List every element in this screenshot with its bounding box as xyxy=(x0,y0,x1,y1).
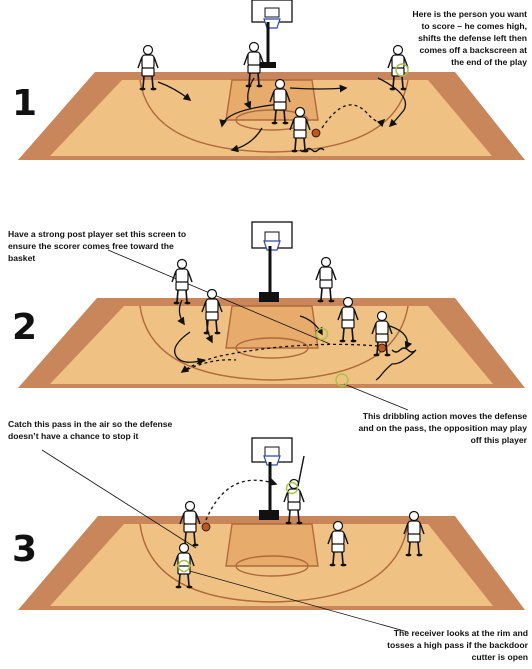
free-throw-circle xyxy=(235,109,309,131)
leader-line xyxy=(107,249,331,345)
players-3 xyxy=(173,455,425,590)
pass-path xyxy=(321,104,386,129)
basketball-icon xyxy=(201,522,211,532)
lob-pass-path xyxy=(205,478,278,521)
panel-number-2: 2 xyxy=(12,307,38,348)
player-figure-icon xyxy=(171,258,193,306)
free-throw-circle xyxy=(235,337,309,359)
cut-path xyxy=(377,77,407,128)
panel-3 xyxy=(18,437,525,633)
cut-path xyxy=(173,331,206,366)
basketball-icon xyxy=(377,343,387,353)
paths-1 xyxy=(157,77,407,153)
panel-2 xyxy=(18,221,525,411)
pass-path xyxy=(180,343,379,373)
free-throw-circle xyxy=(235,555,309,577)
highlight-ring-icon xyxy=(285,481,299,495)
three-point-arc xyxy=(139,79,409,153)
hoop-2 xyxy=(251,221,293,302)
panel-number-1: 1 xyxy=(12,83,38,124)
highlight-ring-icon xyxy=(395,63,409,77)
leader-line xyxy=(343,383,409,411)
court-2 xyxy=(18,298,525,388)
leader-line xyxy=(185,569,409,633)
cut-path xyxy=(243,77,255,110)
cut-path xyxy=(389,325,413,350)
panel-number-3: 3 xyxy=(12,529,38,570)
highlight-ring-icon xyxy=(335,373,349,387)
paths-2 xyxy=(107,249,417,411)
hoop-3 xyxy=(251,437,293,520)
three-point-arc xyxy=(139,305,409,381)
player-figure-icon xyxy=(315,256,337,304)
players-2 xyxy=(171,256,393,387)
screen-cut-path xyxy=(177,299,185,326)
cut-path xyxy=(299,315,323,336)
backscreen-cut-path xyxy=(219,103,281,128)
callout-catch-pass: Catch this pass in the air so the defens… xyxy=(8,419,173,441)
cut-path xyxy=(289,84,348,93)
highlight-ring-icon xyxy=(315,327,329,341)
paths-3 xyxy=(41,449,409,633)
cut-path xyxy=(157,81,192,101)
leader-line xyxy=(41,449,197,549)
callout-post-screen: Have a strong post player set this scree… xyxy=(8,229,187,263)
cut-path xyxy=(230,127,263,153)
hoop-1 xyxy=(251,0,293,68)
panel-1 xyxy=(18,0,525,160)
court-3 xyxy=(18,516,525,610)
callout-dribble: This dribbling action moves the defense … xyxy=(358,411,527,445)
basketball-icon xyxy=(311,128,321,138)
callout-receiver: The receiver looks at the rim and tosses… xyxy=(387,628,528,662)
paint-area xyxy=(225,523,319,567)
court-1 xyxy=(18,72,525,160)
callout-scorer: Here is the person you want to score – h… xyxy=(412,9,527,67)
players-1 xyxy=(137,41,409,154)
paint-area xyxy=(225,305,319,349)
highlight-ring-icon xyxy=(177,559,191,573)
three-point-arc xyxy=(139,523,409,603)
dribble-path xyxy=(375,347,417,381)
